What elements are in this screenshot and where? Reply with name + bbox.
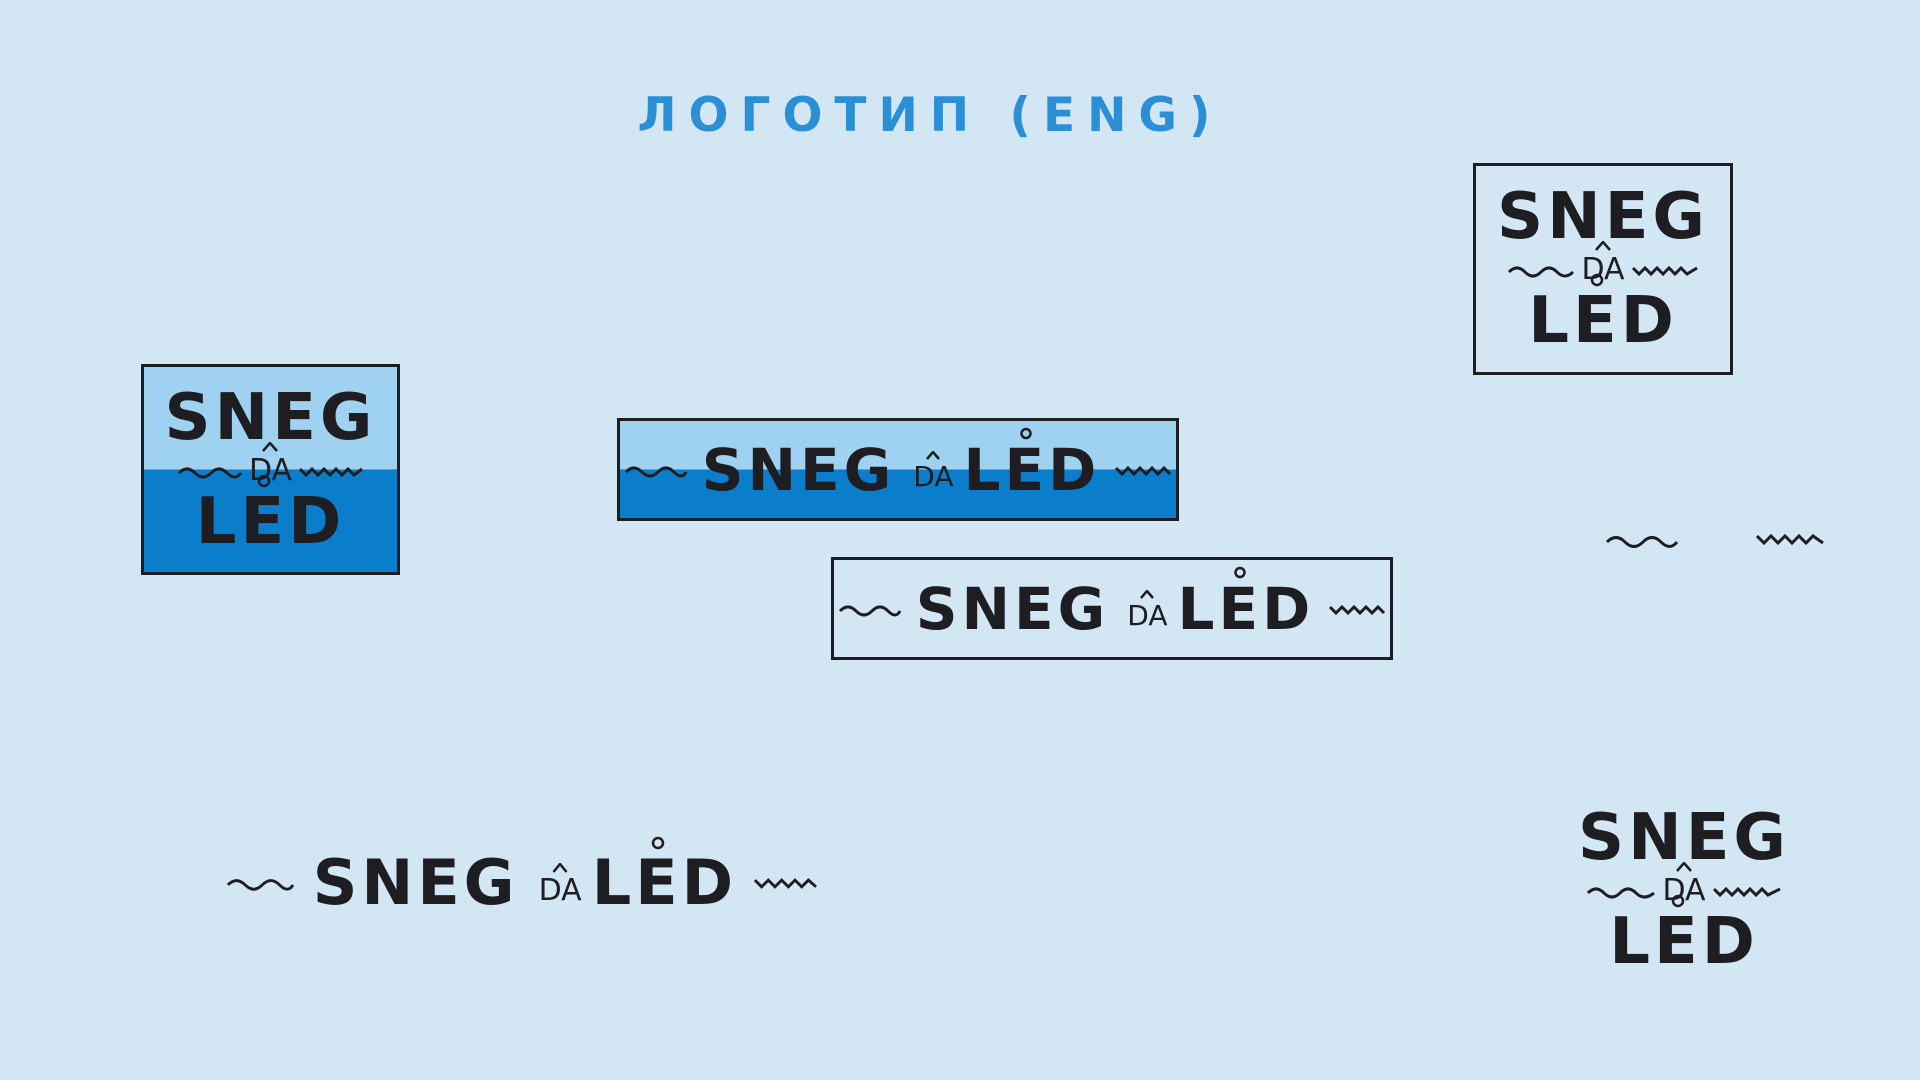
circumflex-accent-icon [1676, 862, 1692, 872]
wave-icon [1587, 887, 1656, 899]
logo-word-da: DA [1581, 241, 1625, 285]
logo-word-da: DA [539, 863, 582, 906]
logo-word-da: DA [1127, 589, 1168, 630]
logo-word-sneg: SNEG [1578, 801, 1790, 875]
circumflex-accent-icon [926, 450, 941, 460]
logo-word-sneg: SNEG [915, 574, 1110, 643]
wave-icon [1755, 533, 1824, 546]
wave-icon [177, 467, 243, 478]
wave-icon [1508, 266, 1575, 278]
wave-icon [226, 879, 295, 891]
circumflex-accent-icon [1140, 589, 1155, 599]
circumflex-accent-icon [1595, 241, 1611, 251]
wave-icon [1631, 265, 1698, 277]
ring-accent-icon [1671, 894, 1685, 908]
ring-accent-icon [652, 836, 665, 850]
ring-accent-icon [1590, 273, 1604, 287]
logo-word-da: DA [249, 441, 292, 486]
logo-word-sneg: SNEG [1497, 180, 1709, 254]
ring-accent-icon [1234, 566, 1247, 578]
wave-icon [298, 466, 363, 477]
logo-word-da: DA [1662, 862, 1706, 906]
wave-icon [1712, 886, 1781, 898]
logo-word-sneg: SNEG [312, 846, 519, 919]
wave-icon [1329, 604, 1386, 615]
circumflex-accent-icon [262, 441, 279, 452]
wave-icon [1115, 465, 1172, 476]
wave-icon [838, 605, 902, 616]
logo-word-sneg: SNEG [164, 380, 377, 455]
circumflex-accent-icon [552, 863, 568, 873]
ring-accent-icon [258, 474, 271, 487]
wave-icon [1605, 536, 1679, 548]
logo-word-da: DA [913, 450, 954, 491]
ring-accent-icon [1020, 427, 1033, 439]
wave-icon [624, 466, 688, 477]
wave-icon [753, 878, 818, 889]
page-title: ЛОГОТИП (ENG) [637, 88, 1223, 143]
wave-pair [1605, 526, 1825, 552]
logo-word-sneg: SNEG [701, 435, 896, 504]
